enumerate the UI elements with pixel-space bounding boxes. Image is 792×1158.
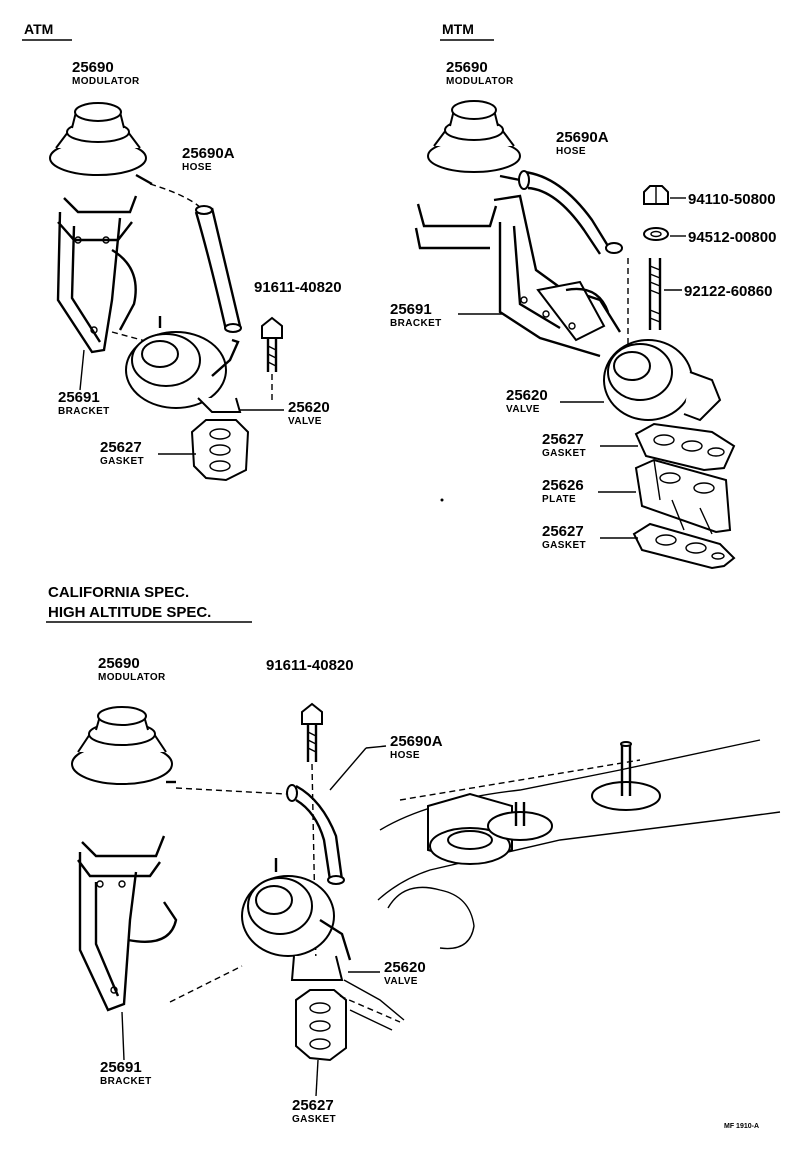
mtm-stud-callout: 92122-60860 — [664, 283, 772, 300]
atm-valve-callout: 25620 VALVE — [240, 399, 330, 427]
mtm-stud-drawing — [648, 258, 662, 330]
mtm-plate-number: 25626 — [542, 477, 584, 494]
mtm-bracket-callout: 25691 BRACKET — [390, 301, 502, 329]
cal-modulator-drawing — [71, 706, 176, 785]
mtm-modulator-drawing — [427, 100, 521, 182]
section-high-altitude-title: HIGH ALTITUDE SPEC. — [48, 604, 211, 621]
speck-dot — [440, 498, 444, 502]
mtm-modulator-number: 25690 — [446, 59, 488, 76]
atm-modulator-name: MODULATOR — [72, 76, 140, 87]
cal-modulator-dashed-route — [175, 787, 287, 795]
cal-bolt-number: 91611-40820 — [266, 657, 354, 674]
atm-bracket-number: 25691 — [58, 389, 100, 406]
mtm-gasket-lower-name: GASKET — [542, 540, 586, 551]
cal-hose-name: HOSE — [390, 750, 420, 761]
cal-bracket-drawing — [77, 835, 178, 1012]
figure-code: MF 1910-A — [724, 1123, 759, 1130]
atm-valve-drawing — [125, 316, 242, 413]
cal-gasket-number: 25627 — [292, 1097, 334, 1114]
cal-modulator-name: MODULATOR — [98, 672, 166, 683]
mtm-plate-drawing — [634, 458, 732, 535]
section-atm-title: ATM — [24, 21, 53, 37]
cal-valve-callout: 25620 VALVE — [348, 959, 426, 987]
cal-valve-number: 25620 — [384, 959, 426, 976]
atm-valve-number: 25620 — [288, 399, 330, 416]
cal-valve-name: VALVE — [384, 976, 418, 987]
mtm-hose-name: HOSE — [556, 146, 586, 157]
cal-bracket-name: BRACKET — [100, 1076, 152, 1087]
mtm-washer-drawing — [643, 227, 669, 241]
atm-hose-drawing — [194, 205, 242, 333]
cal-modulator-number: 25690 — [98, 655, 140, 672]
atm-hose-callout: 25690A HOSE — [182, 145, 235, 173]
cal-bracket-dashed-route — [169, 965, 243, 1003]
cal-bracket-callout: 25691 BRACKET — [100, 1011, 152, 1087]
mtm-valve-name: VALVE — [506, 404, 540, 415]
mtm-hose-callout: 25690A HOSE — [556, 129, 609, 157]
mtm-plate-name: PLATE — [542, 494, 576, 505]
atm-gasket-name: GASKET — [100, 456, 144, 467]
mtm-valve-callout: 25620 VALVE — [506, 387, 604, 415]
mtm-washer-callout: 94512-00800 — [670, 229, 776, 246]
mtm-valve-drawing — [603, 339, 722, 422]
cal-gasket-name: GASKET — [292, 1114, 336, 1125]
mtm-gasket-upper-callout: 25627 GASKET — [542, 431, 638, 459]
cal-valve-drawing — [241, 858, 352, 981]
atm-modulator-callout: 25690 MODULATOR — [72, 59, 140, 87]
mtm-valve-number: 25620 — [506, 387, 548, 404]
section-mtm-title: MTM — [442, 21, 474, 37]
cal-hose-drawing — [286, 784, 345, 885]
mtm-gasket-upper-drawing — [634, 422, 736, 472]
atm-gasket-callout: 25627 GASKET — [100, 439, 196, 467]
section-california-title: CALIFORNIA SPEC. — [48, 584, 189, 601]
atm-bracket-drawing — [56, 195, 138, 354]
atm-gasket-drawing — [190, 419, 250, 482]
mtm-nut-number: 94110-50800 — [688, 191, 776, 208]
mtm-gasket-upper-name: GASKET — [542, 448, 586, 459]
mtm-gasket-lower-number: 25627 — [542, 523, 584, 540]
mtm-bracket-number: 25691 — [390, 301, 432, 318]
mtm-nut-callout: 94110-50800 — [670, 191, 776, 208]
atm-valve-name: VALVE — [288, 416, 322, 427]
cal-bolt-drawing — [301, 702, 323, 762]
mtm-modulator-name: MODULATOR — [446, 76, 514, 87]
cal-manifold-drawing — [339, 739, 781, 1031]
cal-hose-number: 25690A — [390, 733, 443, 750]
mtm-stud-number: 92122-60860 — [684, 283, 772, 300]
atm-bolt-callout: 91611-40820 — [254, 279, 342, 296]
atm-modulator-drawing — [49, 102, 153, 186]
mtm-modulator-callout: 25690 MODULATOR — [446, 59, 514, 87]
mtm-plate-callout: 25626 PLATE — [542, 477, 636, 505]
atm-bracket-name: BRACKET — [58, 406, 110, 417]
atm-gasket-number: 25627 — [100, 439, 142, 456]
cal-bolt-callout: 91611-40820 — [266, 657, 354, 674]
atm-bolt-drawing — [261, 316, 283, 372]
mtm-gasket-lower-callout: 25627 GASKET — [542, 523, 638, 551]
mtm-bracket-name: BRACKET — [390, 318, 442, 329]
atm-modulator-number: 25690 — [72, 59, 114, 76]
cal-modulator-callout: 25690 MODULATOR — [98, 655, 166, 683]
cal-hose-callout: 25690A HOSE — [329, 733, 443, 791]
mtm-washer-number: 94512-00800 — [688, 229, 776, 246]
mtm-bracket-drawing — [414, 194, 622, 358]
atm-bolt-number: 91611-40820 — [254, 279, 342, 296]
cal-gasket-drawing — [295, 989, 347, 1062]
mtm-gasket-lower-drawing — [632, 522, 736, 570]
mtm-gasket-upper-number: 25627 — [542, 431, 584, 448]
atm-bracket-callout: 25691 BRACKET — [58, 349, 110, 417]
cal-gasket-callout: 25627 GASKET — [292, 1059, 336, 1125]
mtm-nut-drawing — [643, 185, 669, 205]
atm-hose-number: 25690A — [182, 145, 235, 162]
mtm-hose-number: 25690A — [556, 129, 609, 146]
atm-hose-name: HOSE — [182, 162, 212, 173]
mtm-hose-drawing — [518, 170, 623, 255]
cal-bracket-number: 25691 — [100, 1059, 142, 1076]
